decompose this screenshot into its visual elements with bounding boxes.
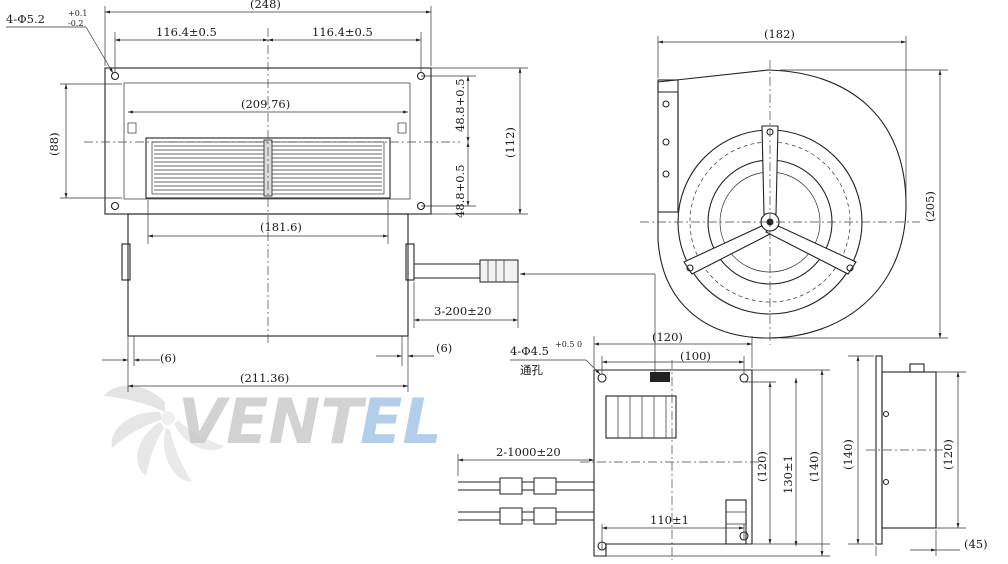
dim-wheel-width: (181.6) xyxy=(260,220,302,234)
dim-half-right: 116.4±0.5 xyxy=(312,25,373,39)
dim-cable-length: 3-200±20 xyxy=(434,304,491,318)
dim-bracket-hole-pitch: 110±1 xyxy=(650,513,689,527)
dim-lower-half: 48.8+0.5 xyxy=(453,164,467,218)
dim-bracket-height-a: (120) xyxy=(755,451,769,482)
bracket-hole-tol: +0.5 0 xyxy=(555,340,582,349)
ventel-watermark: VENT EL xyxy=(104,385,442,482)
bracket-view: 4-Φ4.5 +0.5 0 通孔 (120) (100) 2-1000±20 1… xyxy=(457,330,830,560)
dim-housing-width: (211.36) xyxy=(240,371,289,385)
hole-spec-tol-lower: -0.2 xyxy=(68,19,83,28)
dim-side-height: (205) xyxy=(923,191,937,222)
dim-side-width: (182) xyxy=(764,27,795,41)
dim-end-height-inner: (120) xyxy=(941,439,955,470)
dim-side-right: (6) xyxy=(436,341,452,355)
hole-spec-tol-upper: +0.1 xyxy=(68,9,87,18)
dim-height-right: (112) xyxy=(503,127,517,158)
dim-end-height-outer: (140) xyxy=(841,439,855,470)
side-view: (182) (205) xyxy=(640,27,948,345)
bracket-hole-note: 通孔 xyxy=(520,363,543,377)
dim-end-depth: (45) xyxy=(964,537,988,551)
dim-bracket-cable-length: 2-1000±20 xyxy=(496,445,561,459)
lead-wires xyxy=(458,477,594,525)
dim-inner-width: (209.76) xyxy=(241,97,290,111)
dim-bracket-width-outer: (120) xyxy=(652,330,683,344)
bracket-hole-spec: 4-Φ4.5 xyxy=(510,344,549,358)
flange-opening xyxy=(123,82,411,200)
scroll-casing-outline xyxy=(657,69,907,339)
dim-bracket-width-inner: (100) xyxy=(680,349,711,363)
dim-side-left: (6) xyxy=(160,351,176,365)
dim-bracket-height-b: 130±1 xyxy=(781,455,795,494)
dim-height-left: (88) xyxy=(47,132,61,156)
end-view: (140) (120) (45) xyxy=(841,355,988,556)
motor-spider xyxy=(683,125,857,275)
terminal-block xyxy=(605,395,677,439)
front-view: (248) 116.4±0.5 116.4±0.5 4-Φ5.2 +0.1 -0… xyxy=(6,0,656,392)
hole-spec-main: 4-Φ5.2 xyxy=(6,12,45,26)
cable-connector xyxy=(479,259,519,283)
mount-hole-bl xyxy=(110,201,120,211)
dim-overall-width: (248) xyxy=(250,0,281,11)
watermark-text-vent: VENT xyxy=(178,385,367,458)
mount-hole-tl xyxy=(110,71,120,81)
fan-logo-icon xyxy=(104,385,224,482)
dim-upper-half: 48.8+0.5 xyxy=(453,78,467,132)
dim-bracket-height-c: (140) xyxy=(807,451,821,482)
impeller-blades xyxy=(154,145,382,191)
dim-half-left: 116.4±0.5 xyxy=(156,25,217,39)
watermark-text-el: EL xyxy=(360,385,442,458)
